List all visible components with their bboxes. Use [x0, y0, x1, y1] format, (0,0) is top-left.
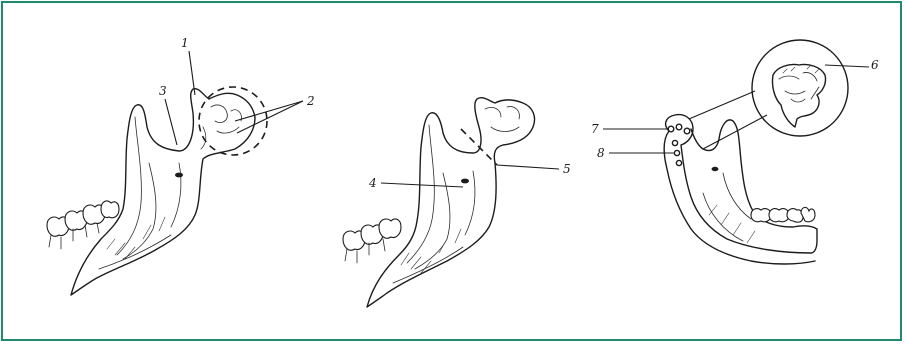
left-teeth — [47, 201, 119, 249]
fracture-line — [461, 129, 497, 165]
mandibular-foramen-left — [175, 173, 183, 178]
fixation-screws — [668, 124, 690, 165]
callout-2: 2 — [306, 94, 315, 108]
callout-7: 7 — [591, 122, 599, 136]
panel-right-mandible: 6 7 8 — [591, 40, 879, 264]
left-mandible-outline — [71, 89, 255, 295]
callout-3: 3 — [159, 84, 167, 98]
callout-4: 4 — [368, 176, 377, 190]
inset-condyle-detail — [772, 64, 825, 127]
mandible-illustration: 1 3 2 4 5 — [3, 3, 904, 343]
panel-left-mandible: 1 3 2 — [47, 36, 315, 295]
callout-8: 8 — [597, 146, 605, 160]
middle-mandible-outline — [367, 98, 535, 307]
callout-1: 1 — [181, 36, 189, 50]
middle-teeth — [343, 219, 401, 263]
mandibular-foramen-middle — [461, 179, 469, 184]
right-teeth — [751, 207, 815, 222]
fracture-region-circle — [199, 87, 267, 155]
magnified-inset — [752, 40, 848, 136]
callout-6: 6 — [871, 58, 879, 72]
callout-5: 5 — [563, 162, 571, 176]
mandibular-foramen-right — [712, 167, 719, 171]
panel-middle-mandible: 4 5 — [343, 98, 571, 307]
